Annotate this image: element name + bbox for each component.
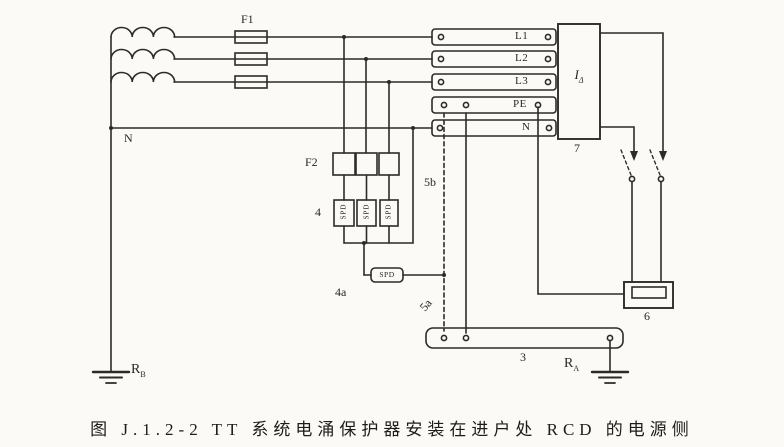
busbar-label-l1: L1: [515, 30, 529, 42]
spd-npe-branch: [363, 242, 445, 283]
label-f2: F2: [305, 155, 318, 169]
spd-text-npe: SPD: [379, 270, 395, 279]
label-ra: RA: [564, 356, 580, 373]
figure-caption: 图 J.1.2-2 TT 系统电涌保护器安装在进户处 RCD 的电源侧: [90, 420, 694, 439]
earth-electrode-rb-icon: [91, 370, 131, 384]
spd-text-l2: SPD: [362, 203, 370, 220]
transformer-winding-l3: [110, 71, 176, 83]
spd-tap-lines: [343, 36, 390, 154]
rcd-symbol: IΔ: [574, 67, 584, 85]
label-6: 6: [644, 309, 650, 323]
earthing-bar: [425, 327, 624, 349]
label-7: 7: [574, 141, 580, 155]
busbar-pe: [431, 96, 557, 114]
busbar-l1: [431, 28, 557, 46]
label-5b: 5b: [424, 175, 436, 189]
rcd-output-right: [599, 32, 667, 283]
label-4a: 4a: [335, 285, 347, 299]
busbar-terminals: [436, 33, 553, 132]
equipment-box: [623, 281, 674, 309]
label-rb: RB: [131, 362, 146, 379]
junction-dots: [109, 35, 446, 277]
label-3: 3: [520, 350, 526, 364]
busbar-label-l3: L3: [515, 75, 529, 87]
fuse-f1-l1: [234, 30, 268, 44]
busbar-l2: [431, 50, 557, 68]
busbar-n: [431, 119, 557, 137]
busbar-l3: [431, 73, 557, 91]
label-4: 4: [315, 205, 321, 219]
transformer-winding-l1: [110, 26, 176, 38]
rcd-box: [557, 23, 601, 140]
busbar-label-l2: L2: [515, 52, 529, 64]
spd-bottom-links: [343, 127, 414, 244]
label-n-line: N: [124, 131, 133, 145]
earth-electrode-ra-icon: [590, 340, 630, 384]
rcd-output-left: [599, 126, 638, 283]
busbar-label-pe: PE: [513, 98, 527, 110]
f2-to-spd-links: [343, 174, 390, 201]
fuse-f1-l3: [234, 75, 268, 89]
fuse-f2-boxes: [332, 152, 400, 176]
fuse-f1-l2: [234, 52, 268, 66]
pe-to-equipment: [537, 106, 625, 295]
spd-text-l3: SPD: [384, 203, 393, 220]
label-f1: F1: [241, 12, 254, 26]
spd-boxes: [333, 199, 399, 227]
spd-text-l1: SPD: [339, 203, 348, 220]
transformer-winding-l2: [110, 48, 176, 60]
busbar-label-n: N: [522, 121, 531, 133]
